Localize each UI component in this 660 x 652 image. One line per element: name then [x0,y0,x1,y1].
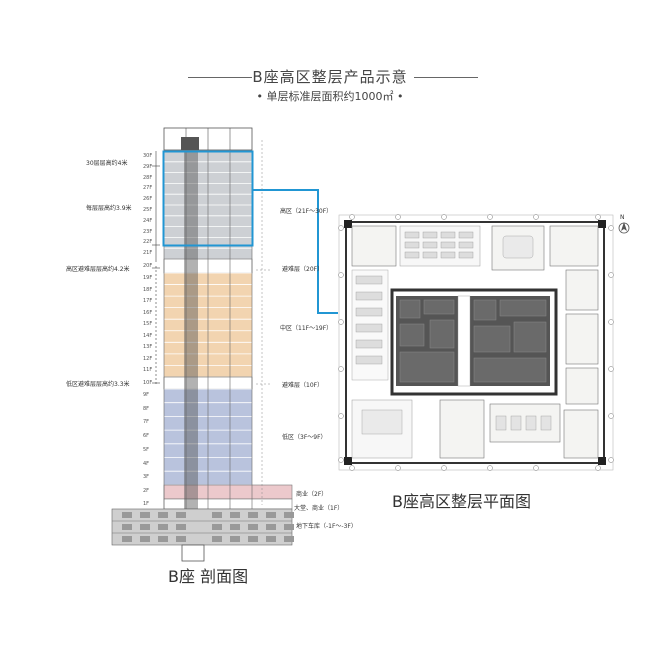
section-caption: B座 剖面图 [168,567,249,586]
lobby-floor-1f [163,498,293,510]
floor-label: 4F [143,460,150,467]
floor-label: 6F [143,433,150,440]
basement-garage [111,508,293,546]
label-high-refuge-height: 高区避难层层高约4.2米 [66,266,130,273]
floor-label: 9F [143,392,150,398]
floor-label: 13F [143,344,153,351]
room-east-3 [565,367,599,405]
floor-label: 19F [143,275,153,281]
floor-label: 8F [143,405,150,412]
floor-label: 10F [143,380,153,386]
floor-label: 17F [143,298,153,305]
north-label: N [620,214,625,221]
highlight-connector [253,189,338,314]
label-basement: 地下车库（-1F～-3F） [296,523,357,530]
label-low-zone: 低区（3F～9F） [282,434,327,441]
floor-label: 30F [143,153,153,159]
label-lobby: 大堂、商业（1F） [294,505,344,512]
floor-label: 5F [143,446,150,453]
title-rule-right [414,77,478,78]
high-zone-highlight [162,150,254,247]
floor-label: 18F [143,286,153,293]
label-refuge-20f: 避难层（20F） [282,266,324,273]
floor-label: 15F [143,321,153,328]
floor-label: 3F [143,474,150,481]
plan-caption: B座高区整层平面图 [392,492,531,511]
building-section [111,127,338,562]
floor-label: 11F [143,367,153,374]
room-nw [351,225,397,267]
floor-label: 21F [143,250,153,257]
label-commercial: 商业（2F） [296,491,328,498]
roof-core [181,137,199,150]
label-high-zone: 高区（21F～30F） [280,208,333,215]
floor-label: 23F [143,228,153,235]
desk-layout [355,231,552,435]
floor-label: 14F [143,332,153,339]
floor-label: 26F [143,196,153,203]
floor-label: 27F [143,185,153,192]
label-low-refuge-height: 低区避难层层高约3.3米 [66,381,130,388]
floor-label: 2F [143,488,150,494]
plan-axis-grid [338,214,614,471]
page-subtitle: • 单层标准层面积约1000㎡ • [256,90,404,103]
floor-label: 29F [143,163,153,170]
floor-label: 12F [143,355,153,362]
floor-label: 28F [143,174,153,181]
label-typical-floor-height: 每层层高约3.9米 [86,205,132,212]
label-mid-zone: 中区（11F～19F） [280,325,333,332]
room-south [439,399,485,459]
floor-plan [338,214,630,471]
foundation [181,544,205,562]
room-east-1 [565,269,599,311]
floor-label: 16F [143,309,153,316]
page-title: B座高区整层产品示意 [252,68,408,86]
floor-label: 1F [143,501,150,507]
floor-label: 24F [143,217,153,224]
core-rooms [399,295,547,387]
outer-wall [345,221,605,464]
room-se [563,409,599,459]
floor-label: 20F [143,263,153,269]
room-east-2 [565,313,599,365]
label-top-floor-height: 30层层高约4米 [86,160,128,167]
basement-levels [112,512,294,542]
floor-label: 22F [143,239,153,246]
room-ne [549,225,599,267]
title-rule-left [188,77,252,78]
floor-label: 7F [143,419,150,426]
label-refuge-10f: 避难层（10F） [282,382,324,389]
floor-label: 25F [143,207,153,213]
commercial-floor-2f [163,484,293,500]
